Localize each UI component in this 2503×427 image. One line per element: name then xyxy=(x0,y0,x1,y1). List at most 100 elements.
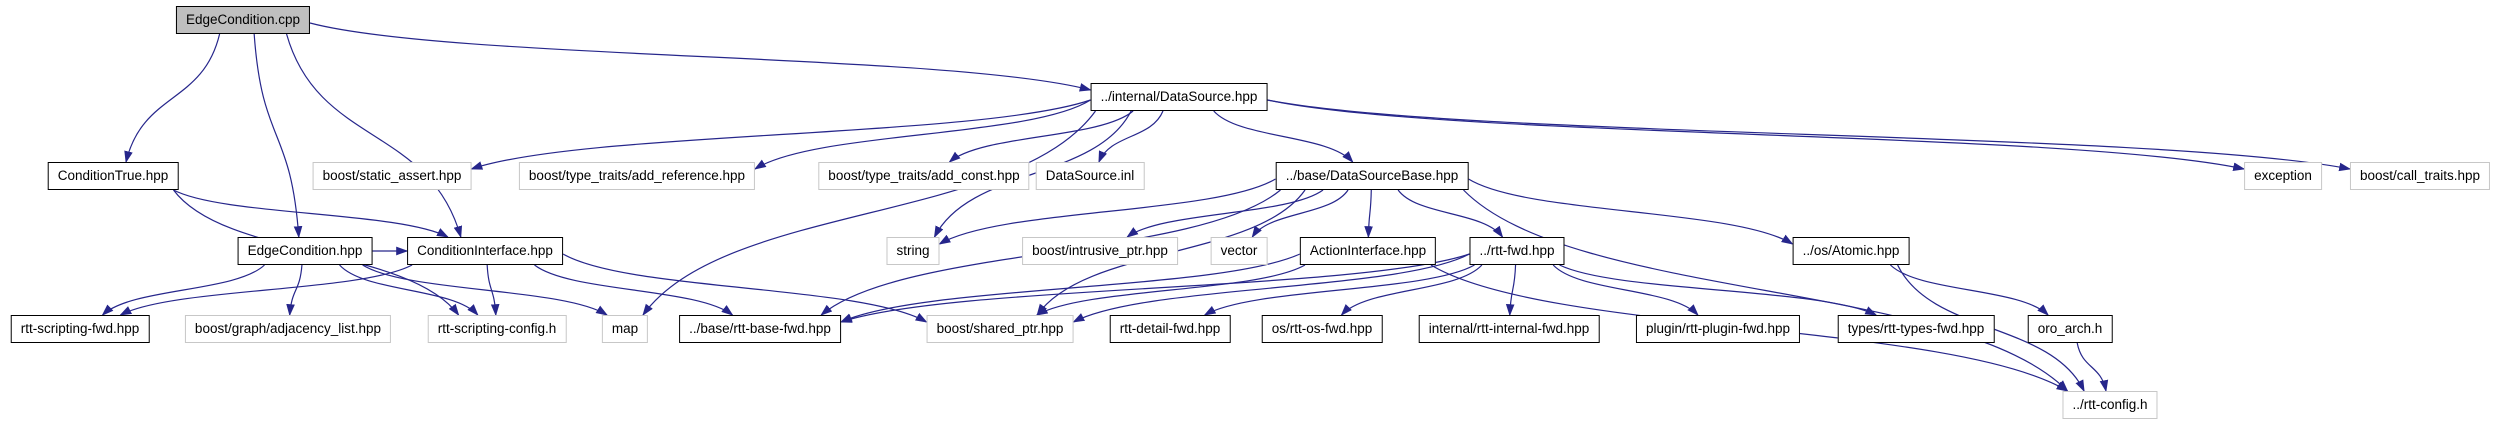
node-label: vector xyxy=(1220,243,1258,258)
graph-node-dsbase[interactable]: ../base/DataSourceBase.hpp xyxy=(1275,162,1469,190)
node-label: exception xyxy=(2254,168,2312,183)
edge-condiface-to-scrfwd xyxy=(119,264,413,316)
edge-datasource-to-string xyxy=(933,110,1132,239)
graph-node-map: map xyxy=(601,315,649,343)
graph-node-pluginfwd[interactable]: plugin/rtt-plugin-fwd.hpp xyxy=(1635,315,1801,343)
edge-condtrue-to-condiface xyxy=(173,189,449,238)
edge-main-to-condtrue xyxy=(124,33,221,164)
edge-edgecond_hpp-to-scrfwd xyxy=(101,264,265,316)
graph-node-rttfwd[interactable]: ../rtt-fwd.hpp xyxy=(1469,237,1565,265)
graph-node-exception: exception xyxy=(2244,162,2322,190)
node-label: string xyxy=(896,243,930,258)
node-label: DataSource.inl xyxy=(1045,168,1135,183)
node-label: boost/call_traits.hpp xyxy=(2359,168,2481,183)
edge-rttfwd-to-typesfwd xyxy=(1559,264,1878,316)
edge-actioniface-to-basefwd xyxy=(839,253,1301,323)
graph-node-atomic[interactable]: ../os/Atomic.hpp xyxy=(1792,237,1910,265)
edge-datasource-to-ds_inl xyxy=(1098,110,1164,164)
edge-datasource-to-dsbase xyxy=(1213,110,1354,163)
edge-dsbase-to-vector xyxy=(1251,189,1349,238)
node-label: rtt-scripting-fwd.hpp xyxy=(20,321,140,336)
graph-node-sharedptr: boost/shared_ptr.hpp xyxy=(926,315,1074,343)
edge-oroarch-to-rttcfg xyxy=(2076,342,2109,393)
node-label: ../base/DataSourceBase.hpp xyxy=(1285,168,1459,183)
graph-node-basefwd[interactable]: ../base/rtt-base-fwd.hpp xyxy=(679,315,841,343)
graph-node-actioniface[interactable]: ActionInterface.hpp xyxy=(1299,237,1437,265)
edge-datasource-to-exception xyxy=(1267,99,2246,171)
graph-node-add_ref: boost/type_traits/add_reference.hpp xyxy=(518,162,756,190)
node-label: ConditionTrue.hpp xyxy=(57,168,169,183)
graph-node-datasource[interactable]: ../internal/DataSource.hpp xyxy=(1090,83,1268,111)
edge-dsbase-to-actioniface xyxy=(1364,189,1373,239)
edge-rttfwd-to-internalfwd xyxy=(1505,264,1517,317)
graph-node-call_traits: boost/call_traits.hpp xyxy=(2349,162,2491,190)
node-label: map xyxy=(611,321,639,336)
node-label: boost/static_assert.hpp xyxy=(322,168,462,183)
node-label: boost/intrusive_ptr.hpp xyxy=(1032,243,1168,258)
edge-rttfwd-to-detailfwd xyxy=(1203,264,1475,316)
edge-dsbase-to-intrusive xyxy=(1126,189,1324,238)
graph-node-condiface[interactable]: ConditionInterface.hpp xyxy=(407,237,563,265)
edge-condiface-to-scrcfg xyxy=(486,264,500,317)
edge-edgecond_hpp-to-map xyxy=(362,264,609,316)
node-label: ConditionInterface.hpp xyxy=(417,243,553,258)
graph-node-main: EdgeCondition.cpp xyxy=(175,6,311,34)
edge-edgecond_hpp-to-scrcfg xyxy=(339,264,479,316)
node-label: oro_arch.h xyxy=(2037,321,2103,336)
edge-rttfwd-to-pluginfwd xyxy=(1552,264,1699,316)
graph-node-intrusive: boost/intrusive_ptr.hpp xyxy=(1022,237,1178,265)
edge-main-to-condiface xyxy=(285,33,463,239)
graph-node-oroarch[interactable]: oro_arch.h xyxy=(2027,315,2113,343)
edge-datasource-to-map xyxy=(642,110,1096,316)
node-label: boost/shared_ptr.hpp xyxy=(936,321,1064,336)
node-label: boost/type_traits/add_reference.hpp xyxy=(528,168,746,183)
graph-node-ds_inl: DataSource.inl xyxy=(1035,162,1145,190)
node-label: ../os/Atomic.hpp xyxy=(1802,243,1900,258)
node-label: EdgeCondition.hpp xyxy=(247,243,363,258)
edge-rttfwd-to-basefwd xyxy=(839,253,1470,323)
node-label: ../rtt-config.h xyxy=(2072,397,2148,412)
edge-dsbase-to-rttcfg xyxy=(1463,189,2069,392)
graph-node-edgecond_hpp[interactable]: EdgeCondition.hpp xyxy=(237,237,373,265)
edge-main-to-edgecond_hpp xyxy=(253,33,303,239)
graph-node-condtrue[interactable]: ConditionTrue.hpp xyxy=(47,162,179,190)
node-label: os/rtt-os-fwd.hpp xyxy=(1271,321,1373,336)
node-label: EdgeCondition.cpp xyxy=(185,12,301,27)
node-label: rtt-detail-fwd.hpp xyxy=(1119,321,1221,336)
edge-atomic-to-oroarch xyxy=(1890,264,2049,316)
edge-edgecond_hpp-to-adjlist xyxy=(286,264,303,317)
edge-dsbase-to-atomic xyxy=(1468,178,1794,245)
graph-node-string: string xyxy=(886,237,940,265)
graph-node-rttcfg: ../rtt-config.h xyxy=(2062,391,2158,419)
graph-node-detailfwd[interactable]: rtt-detail-fwd.hpp xyxy=(1109,315,1231,343)
node-label: internal/rtt-internal-fwd.hpp xyxy=(1428,321,1590,336)
edge-dsbase-to-rttfwd xyxy=(1397,189,1504,238)
graph-node-typesfwd[interactable]: types/rtt-types-fwd.hpp xyxy=(1837,315,1995,343)
node-label: ../base/rtt-base-fwd.hpp xyxy=(689,321,831,336)
graph-node-vector: vector xyxy=(1210,237,1268,265)
graph-node-internalfwd[interactable]: internal/rtt-internal-fwd.hpp xyxy=(1418,315,1600,343)
node-label: ../internal/DataSource.hpp xyxy=(1100,89,1258,104)
edge-main-to-datasource xyxy=(309,22,1092,92)
edge-datasource-to-add_ref xyxy=(753,99,1091,170)
edge-actioniface-to-sharedptr xyxy=(1035,264,1306,316)
node-label: ../rtt-fwd.hpp xyxy=(1479,243,1555,258)
node-label: rtt-scripting-config.h xyxy=(437,321,557,336)
node-label: boost/type_traits/add_const.hpp xyxy=(828,168,1020,183)
node-label: ActionInterface.hpp xyxy=(1309,243,1427,258)
edge-rttfwd-to-sharedptr xyxy=(1072,253,1470,323)
graph-node-scrcfg: rtt-scripting-config.h xyxy=(427,315,567,343)
edge-condiface-to-sharedptr xyxy=(562,253,928,323)
edge-datasource-to-static_assert xyxy=(470,99,1091,170)
graph-node-scrfwd[interactable]: rtt-scripting-fwd.hpp xyxy=(10,315,150,343)
graph-node-osfwd[interactable]: os/rtt-os-fwd.hpp xyxy=(1261,315,1383,343)
edge-dsbase-to-string xyxy=(938,178,1276,245)
edge-datasource-to-call_traits xyxy=(1267,99,2352,172)
edge-condiface-to-basefwd xyxy=(534,264,734,316)
graph-node-add_const: boost/type_traits/add_const.hpp xyxy=(818,162,1030,190)
graph-node-static_assert: boost/static_assert.hpp xyxy=(312,162,472,190)
node-label: plugin/rtt-plugin-fwd.hpp xyxy=(1645,321,1791,336)
edge-datasource-to-add_const xyxy=(948,110,1134,163)
